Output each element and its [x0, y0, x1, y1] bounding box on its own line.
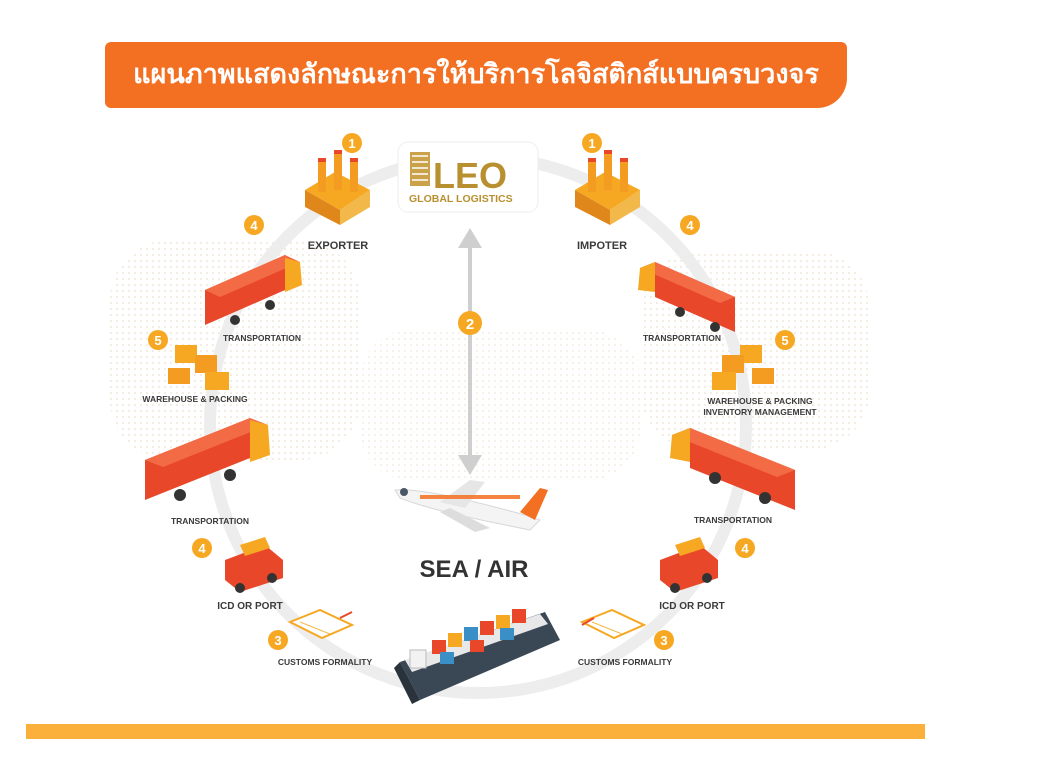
document-icon: [287, 608, 355, 640]
step-badge: 1: [342, 133, 362, 153]
step-badge: 5: [775, 330, 795, 350]
step-badge: 4: [244, 215, 264, 235]
step-badge: 4: [680, 215, 700, 235]
svg-text:1: 1: [588, 136, 595, 151]
step-badge: 2: [458, 311, 482, 335]
truck-icon: [638, 262, 735, 332]
warehouse-label: WAREHOUSE & PACKING: [142, 394, 248, 404]
airplane-icon: [394, 480, 548, 532]
svg-text:4: 4: [686, 218, 694, 233]
inventory-label: INVENTORY MANAGEMENT: [703, 407, 817, 417]
svg-text:4: 4: [198, 541, 206, 556]
exporter-factory-icon: [305, 150, 370, 225]
sea-air-arrow: [458, 228, 482, 475]
svg-text:1: 1: [348, 136, 355, 151]
title-banner: แผนภาพแสดงลักษณะการให้บริการโลจิสติกส์แบ…: [105, 42, 847, 108]
document-icon: [579, 608, 647, 640]
customs-label: CUSTOMS FORMALITY: [578, 657, 673, 667]
step-badge: 5: [148, 330, 168, 350]
truck-icon: [670, 428, 795, 510]
svg-text:4: 4: [250, 218, 258, 233]
cargo-ship-icon: [394, 609, 560, 704]
exporter-label: EXPORTER: [308, 240, 369, 252]
step-badge: 3: [654, 630, 674, 650]
step-badge: 4: [735, 538, 755, 558]
svg-text:5: 5: [781, 333, 788, 348]
boxes-icon: [712, 345, 774, 390]
step-badge: 3: [268, 630, 288, 650]
page-title: แผนภาพแสดงลักษณะการให้บริการโลจิสติกส์แบ…: [133, 59, 819, 90]
importer-label: IMPOTER: [577, 240, 627, 252]
van-icon: [225, 537, 283, 593]
svg-text:4: 4: [741, 541, 749, 556]
warehouse-label: WAREHOUSE & PACKING: [707, 396, 813, 406]
importer-factory-icon: [575, 150, 640, 225]
van-icon: [660, 537, 718, 593]
customs-label: CUSTOMS FORMALITY: [278, 657, 373, 667]
truck-icon: [145, 418, 270, 501]
transportation-label: TRANSPORTATION: [171, 516, 249, 526]
transportation-label: TRANSPORTATION: [643, 333, 721, 343]
icd-port-label: ICD OR PORT: [217, 601, 283, 612]
sea-air-label: SEA / AIR: [420, 556, 529, 583]
lion-icon: [410, 152, 430, 186]
svg-text:3: 3: [274, 633, 281, 648]
svg-text:2: 2: [466, 316, 474, 333]
icd-port-label: ICD OR PORT: [659, 601, 725, 612]
svg-text:5: 5: [154, 333, 161, 348]
boxes-icon: [168, 345, 229, 390]
footer-bar: [26, 724, 925, 739]
logo-subtitle: GLOBAL LOGISTICS: [409, 193, 513, 205]
transportation-label: TRANSPORTATION: [223, 333, 301, 343]
logo-brand: LEO: [433, 155, 507, 196]
svg-text:3: 3: [660, 633, 667, 648]
leo-logo: LEO GLOBAL LOGISTICS: [397, 141, 539, 213]
truck-icon: [205, 255, 302, 325]
step-badge: 1: [582, 133, 602, 153]
transportation-label: TRANSPORTATION: [694, 515, 772, 525]
step-badge: 4: [192, 538, 212, 558]
